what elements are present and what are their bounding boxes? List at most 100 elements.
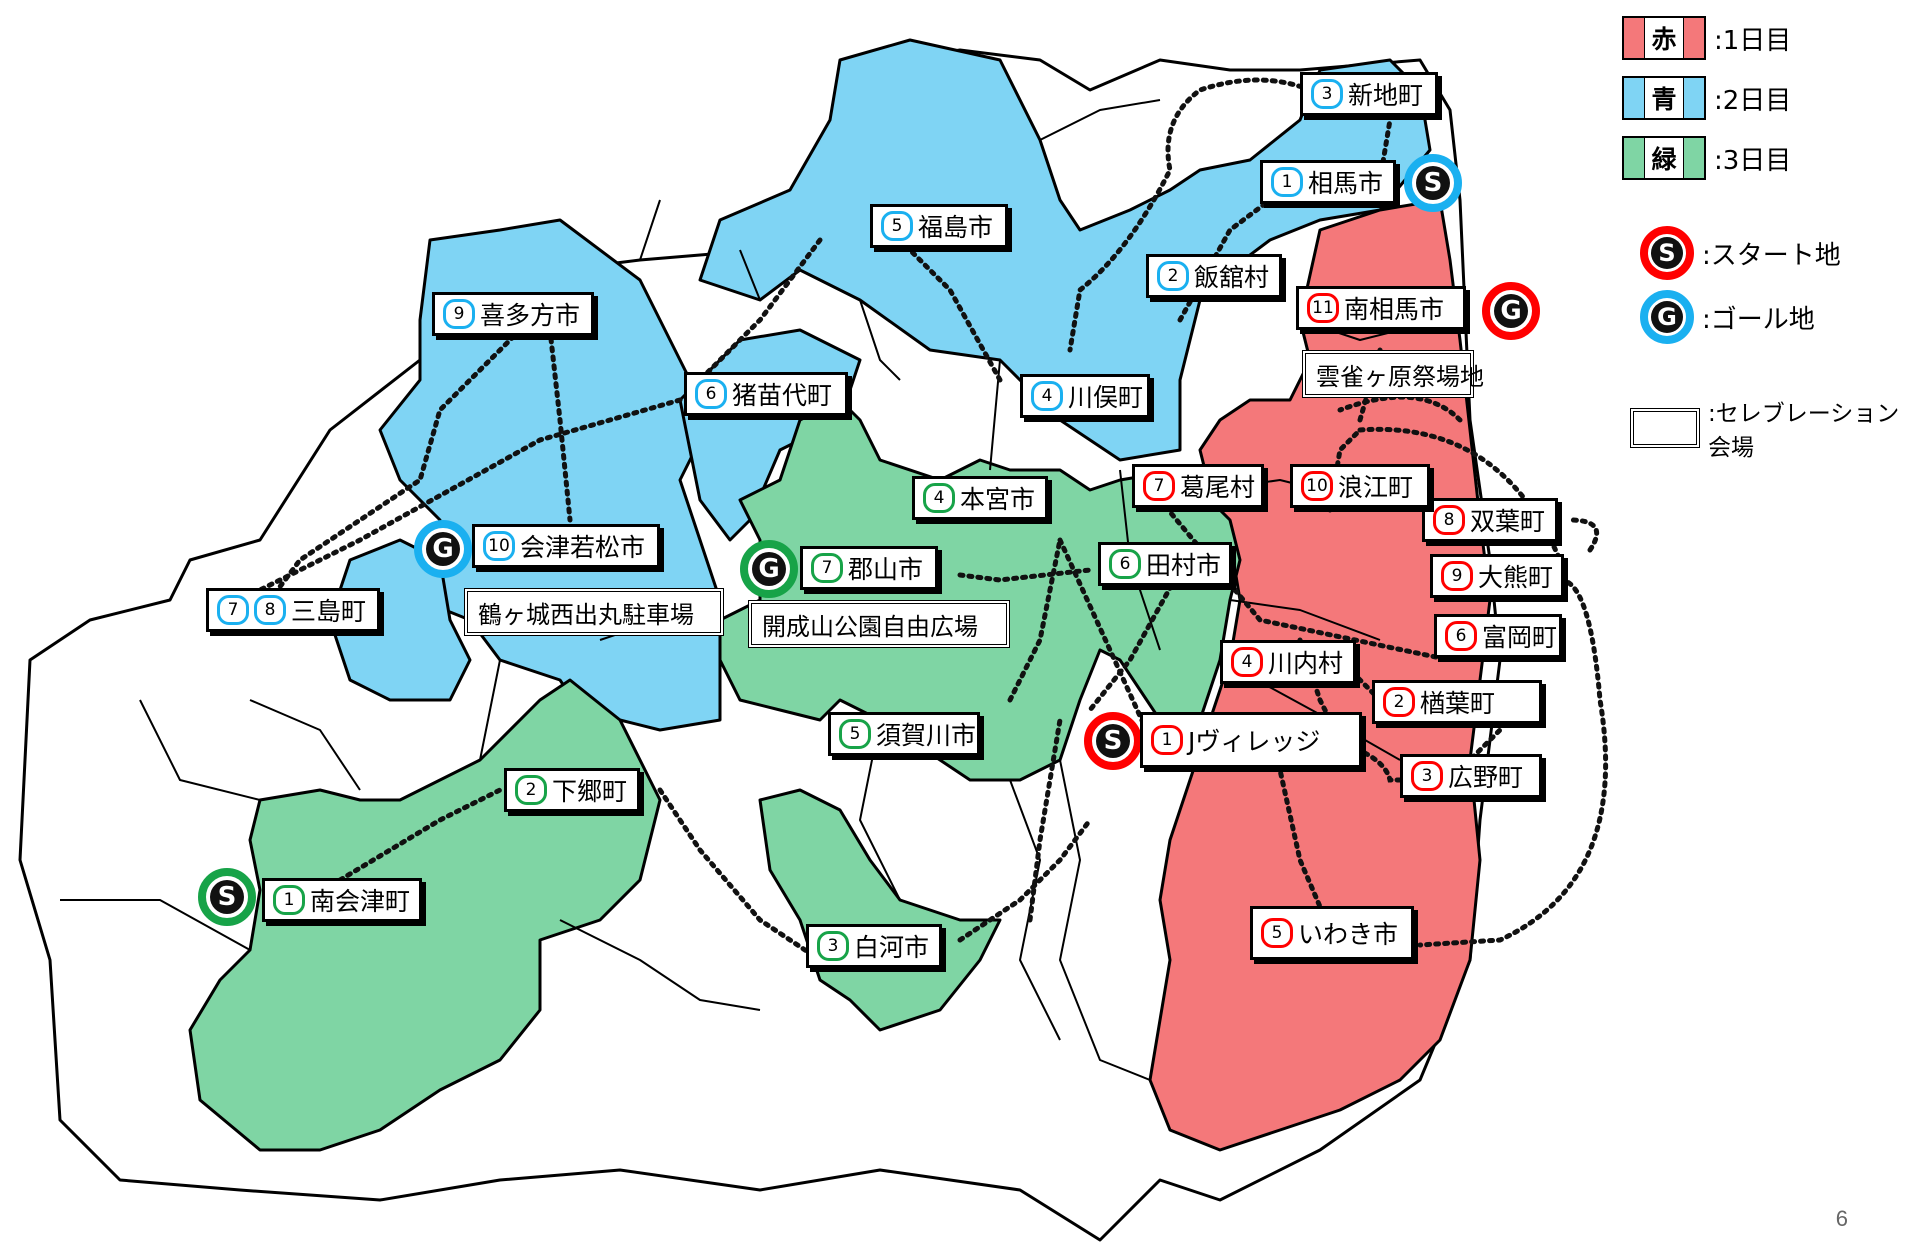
stop-number: 3 (1311, 79, 1343, 109)
start-s-icon: S (1096, 724, 1130, 758)
legend-label: :3日目 (1714, 145, 1792, 176)
stop-name: 富岡町 (1482, 623, 1558, 652)
stop-number: 5 (881, 211, 913, 241)
stop-number: 4 (1031, 381, 1063, 411)
route-day3 (337, 537, 1183, 963)
day2-start-marker: S (1404, 154, 1462, 212)
legend-day1: 赤 :1日目 (1622, 16, 1791, 60)
stop-number: 6 (695, 379, 727, 409)
stop-name: 新地町 (1348, 81, 1424, 110)
start-s-icon: S (210, 880, 244, 914)
stop-number: 6 (1109, 549, 1141, 579)
stop-number: 8 (1433, 505, 1465, 535)
stop-name: 浪江町 (1338, 473, 1414, 502)
stop-name: 飯舘村 (1194, 263, 1270, 292)
stop-name: 喜多方市 (480, 301, 581, 330)
stop-number: 9 (1441, 561, 1473, 591)
start-s-icon: S (1651, 237, 1683, 269)
stop-number: 1 (1151, 725, 1183, 755)
legend-swatch-text: 緑 (1644, 137, 1684, 179)
stop-name: Jヴィレッジ (1188, 727, 1321, 756)
venue-day2: 鶴ヶ城西出丸駐車場 (464, 588, 724, 636)
stop-number: 6 (1445, 621, 1477, 651)
stop-number: 11 (1307, 293, 1339, 323)
stop-number: 4 (923, 483, 955, 513)
goal-g-icon: G (752, 552, 786, 586)
goal-g-icon: G (1651, 301, 1683, 333)
stop-name: 川俣町 (1068, 383, 1144, 412)
day3-start-marker: S (198, 868, 256, 926)
stop-name: 白河市 (854, 933, 930, 962)
stop-name: 下郷町 (552, 777, 628, 806)
goal-g-icon: G (1494, 294, 1528, 328)
stop-name: 葛尾村 (1180, 473, 1256, 502)
stop-name: 須賀川市 (876, 721, 977, 750)
legend-label: :1日目 (1714, 25, 1792, 56)
stop-number: 10 (483, 531, 515, 561)
goal-g-icon: G (426, 532, 460, 566)
stop-number: 2 (515, 775, 547, 805)
page-number: 6 (1835, 1206, 1848, 1231)
day3-goal-marker: G (740, 540, 798, 598)
stop-number: 8 (254, 595, 286, 625)
start-marker-icon: S (1640, 226, 1694, 280)
legend-swatch-green: 緑 (1622, 136, 1706, 180)
legend-label: :スタート地 (1702, 240, 1841, 271)
region-day2-north (698, 38, 1432, 462)
legend-swatch-text: 赤 (1644, 17, 1684, 59)
stop-number: 2 (1157, 261, 1189, 291)
legend-swatch-blue: 青 (1622, 76, 1706, 120)
stop-number: 5 (839, 719, 871, 749)
legend-start: S :スタート地 (1640, 226, 1841, 280)
venue-day1: 雲雀ヶ原祭場地 (1302, 350, 1484, 398)
stop-name: 南相馬市 (1344, 295, 1445, 324)
day1-start-marker: S (1084, 712, 1142, 770)
stop-number: 10 (1301, 471, 1333, 501)
stop-name: 双葉町 (1470, 507, 1546, 536)
stop-name: 楢葉町 (1420, 689, 1496, 718)
legend-label: :セレブレーション会場 (1707, 401, 1900, 461)
stop-name: 広野町 (1448, 763, 1524, 792)
legend-venue: :セレブレーション会場 (1630, 394, 1918, 462)
stop-number: 2 (1383, 687, 1415, 717)
stop-name: 田村市 (1146, 551, 1222, 580)
stop-number: 9 (443, 299, 475, 329)
stop-name: 相馬市 (1308, 169, 1384, 198)
stop-number: 4 (1231, 647, 1263, 677)
stop-name: 大熊町 (1478, 563, 1554, 592)
venue-day3: 開成山公園自由広場 (748, 600, 1010, 648)
stop-name: 三島町 (291, 597, 367, 626)
stop-number: 1 (1271, 167, 1303, 197)
stop-name: 猪苗代町 (732, 381, 833, 410)
legend-swatch-text: 青 (1644, 77, 1684, 119)
stop-number: 3 (1411, 761, 1443, 791)
